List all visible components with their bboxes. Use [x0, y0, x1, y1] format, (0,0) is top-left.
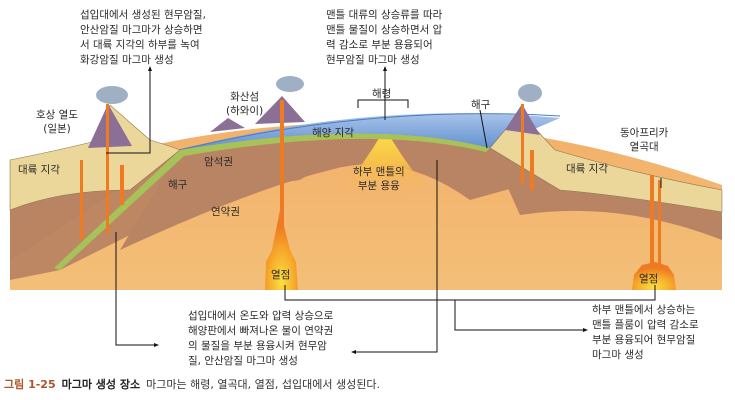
lithosphere-label: 암석권: [204, 156, 233, 168]
leader-lines: [106, 70, 662, 353]
rift-line1: 동아프리카: [620, 127, 669, 139]
note-hotspot-bottom: 하부 맨틀에서 상승하는 맨틀 플룸이 압력 감소로 부분 용융되어 현무암질 …: [592, 303, 699, 363]
lithosphere-oceanic: [120, 129, 560, 250]
note-line: 안산암질 마그마가 상승하면: [80, 24, 203, 36]
note-line: 현무암질 마그마 생성: [326, 54, 420, 66]
continental-crust-left: [9, 104, 181, 211]
note-line: 질, 안산암질 마그마 생성: [188, 355, 298, 367]
note-line: 해양판에서 빠져나온 물이 연약권: [188, 325, 334, 337]
note-line: 마그마 생성: [592, 349, 644, 361]
ocean: [180, 113, 560, 150]
note-line: 맨틀 물질이 상승하면서 압: [326, 24, 443, 36]
oceanic-crust: [54, 133, 490, 270]
caption-text: 마그마는 해령, 열곡대, 열점, 섭입대에서 생성된다.: [146, 378, 380, 391]
volcanic-island-example: (하와이): [226, 105, 264, 117]
note-line: 맨틀 플룸이 압력 감소로: [592, 319, 699, 331]
trench-left-label: 해구: [168, 179, 188, 191]
island-arc-volcano: [88, 104, 132, 148]
magma-channels: [80, 100, 661, 280]
note-line: 섭입대에서 온도와 압력 상승으로: [188, 310, 334, 322]
trench-right-label: 해구: [471, 99, 491, 111]
ridge-label: 해령: [372, 88, 392, 100]
note-line: 력 감소로 부분 용융되어: [326, 39, 433, 51]
island-arc-example: (일본): [43, 123, 71, 135]
note-line: 의 물질을 부분 용융시켜 현무암: [188, 340, 327, 352]
smoke-right: [518, 84, 542, 102]
rift-valley-label: 동아프리카 열곡대: [620, 126, 668, 154]
oceanic-crust-label: 해양 지각: [312, 127, 354, 139]
hotspot-right-label: 열점: [639, 273, 659, 285]
volcanic-island-name: 화산섬: [230, 91, 260, 103]
caption-title: 마그마 생성 장소: [61, 378, 141, 391]
partial-melting-line1: 하부 맨틀의: [353, 166, 405, 178]
partial-melting-label: 하부 맨틀의 부분 용융: [353, 165, 405, 193]
ridge-upwelling: [300, 128, 470, 230]
hotspot-plume-center: [265, 210, 298, 290]
continental-crust-right: [489, 111, 723, 213]
note-ridge-top: 맨틀 대류의 상승류를 따라 맨틀 물질이 상승하면서 압 력 감소로 부분 용…: [326, 8, 442, 68]
volcanic-island-label: 화산섬 (하와이): [226, 90, 263, 118]
island-arc-label: 호상 열도 (일본): [36, 108, 78, 136]
figure-caption: 그림 1-25 마그마 생성 장소 마그마는 해령, 열곡대, 열점, 섭입대에서 …: [4, 376, 380, 392]
note-line: 섭입대에서 생성된 현무암질,: [80, 9, 206, 21]
partial-melting-line2: 부분 용융: [357, 180, 400, 192]
hotspot-plume-right: [632, 262, 676, 290]
note-line: 하부 맨틀에서 상승하는: [592, 304, 696, 316]
continental-crust-left-label: 대륙 지각: [18, 164, 60, 176]
note-line: 맨틀 대류의 상승류를 따라: [326, 9, 443, 21]
hotspot-center-label: 열점: [271, 269, 291, 281]
note-subduction-top: 섭입대에서 생성된 현무암질, 안산암질 마그마가 상승하면 서 대륙 지각의 …: [80, 8, 206, 68]
caption-number: 그림 1-25: [4, 378, 56, 391]
smoke-left: [96, 86, 128, 104]
note-subduction-bottom: 섭입대에서 온도와 압력 상승으로 해양판에서 빠져나온 물이 연약권 의 물질…: [188, 309, 333, 369]
island-arc-name: 호상 열도: [36, 109, 78, 121]
note-line: 부분 용융되어 현무암질: [592, 334, 696, 346]
rift-line2: 열곡대: [629, 141, 659, 153]
smoke-center: [276, 76, 304, 92]
note-line: 서 대륙 지각의 하부를 녹여: [80, 39, 200, 51]
continental-crust-right-label: 대륙 지각: [566, 163, 608, 175]
asthenosphere-label: 연약권: [211, 206, 240, 218]
note-line: 화강암질 마그마 생성: [80, 54, 174, 66]
